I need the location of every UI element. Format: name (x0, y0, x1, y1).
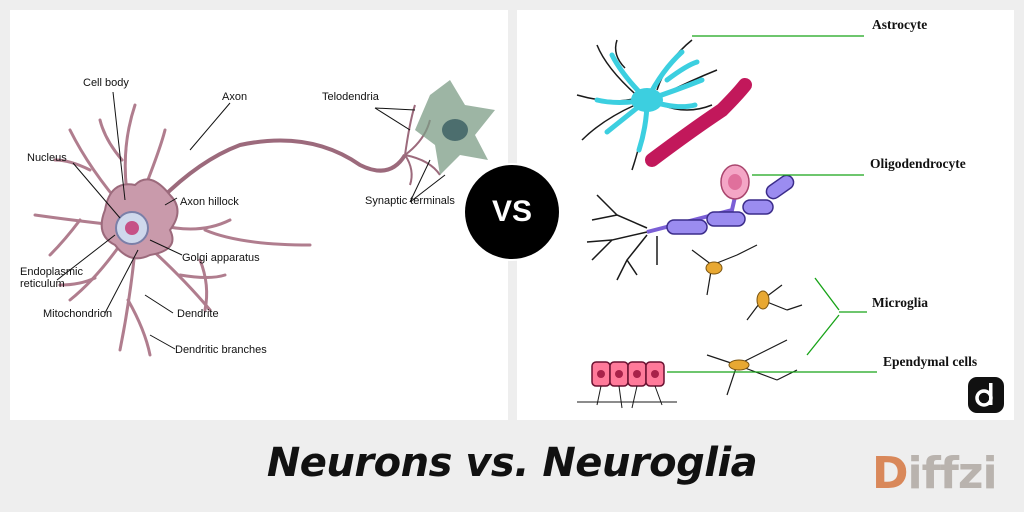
label-microglia: Microglia (872, 295, 928, 310)
label-mitochondrion: Mitochondrion (43, 308, 113, 320)
label-dendrite: Dendrite (177, 308, 219, 320)
label-cell-body: Cell body (83, 77, 129, 89)
label-synaptic-terminals: Synaptic terminals (365, 195, 455, 207)
label-nucleus: Nucleus (27, 152, 67, 164)
diffzi-brand-logo: Diffzi (872, 452, 998, 496)
label-telodendria: Telodendria (322, 91, 379, 103)
brand-rest: iffzi (907, 448, 998, 499)
neuron-diagram-panel: Cell body Axon Telodendria Nucleus Axon … (10, 10, 508, 420)
label-axon: Axon (222, 91, 248, 103)
neuroglia-illustration (576, 35, 877, 409)
label-axon-hillock: Axon hillock (180, 196, 239, 208)
neuroglia-diagram-panel: Astrocyte Oligodendrocyte Microglia Epen… (517, 10, 1014, 420)
label-endoplasmic: Endoplasmic (20, 266, 83, 278)
vs-badge: VS (465, 165, 559, 259)
neuron-illustration (33, 80, 495, 357)
label-reticulum: reticulum (20, 278, 65, 290)
diffzi-d-logo-icon (968, 377, 1004, 413)
label-dendritic-branches: Dendritic branches (175, 344, 267, 356)
label-astrocyte: Astrocyte (872, 17, 928, 32)
label-golgi-apparatus: Golgi apparatus (182, 252, 260, 264)
page-title: Neurons vs. Neuroglia (266, 440, 758, 486)
brand-first-letter: D (872, 448, 909, 499)
label-oligodendrocyte: Oligodendrocyte (870, 156, 966, 171)
label-ependymal-cells: Ependymal cells (883, 354, 978, 369)
